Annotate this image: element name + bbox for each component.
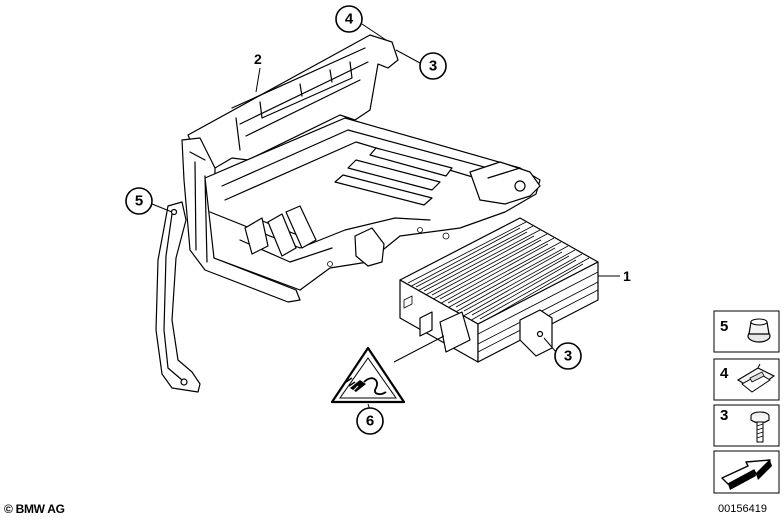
nut-icon: [747, 318, 771, 343]
callout-4: 4: [335, 5, 387, 41]
callout-1-label: 1: [623, 268, 631, 284]
diagram-id: 00156419: [718, 503, 767, 515]
callout-2-label: 2: [254, 51, 262, 67]
svg-text:3: 3: [564, 348, 572, 365]
legend-item-5: 5: [713, 310, 780, 353]
svg-text:6: 6: [366, 413, 374, 430]
side-bracket: [155, 201, 201, 393]
callout-3-amp: 3: [543, 337, 582, 370]
warning-sign: 6: [330, 335, 445, 435]
plug-icon: [345, 377, 387, 395]
arrow-icon: [721, 459, 772, 490]
legend-arrow-box: [713, 450, 780, 494]
legend-item-3: 3: [713, 404, 780, 447]
main-bracket: 2: [181, 34, 541, 303]
amplifier-unit: 1: [399, 217, 631, 363]
clip-nut-icon: [736, 363, 776, 393]
legend-panel: 5 4 3: [713, 310, 780, 494]
copyright-text: © BMW AG: [4, 502, 65, 516]
callout-5: 5: [125, 187, 173, 215]
legend-item-4: 4: [713, 358, 780, 401]
callout-3-top: 3: [395, 49, 447, 80]
svg-text:4: 4: [345, 11, 354, 28]
svg-text:3: 3: [720, 407, 728, 424]
svg-text:5: 5: [720, 318, 728, 335]
svg-text:4: 4: [720, 365, 729, 382]
svg-text:5: 5: [135, 193, 143, 210]
svg-text:3: 3: [429, 58, 437, 75]
screw-icon: [750, 411, 770, 443]
